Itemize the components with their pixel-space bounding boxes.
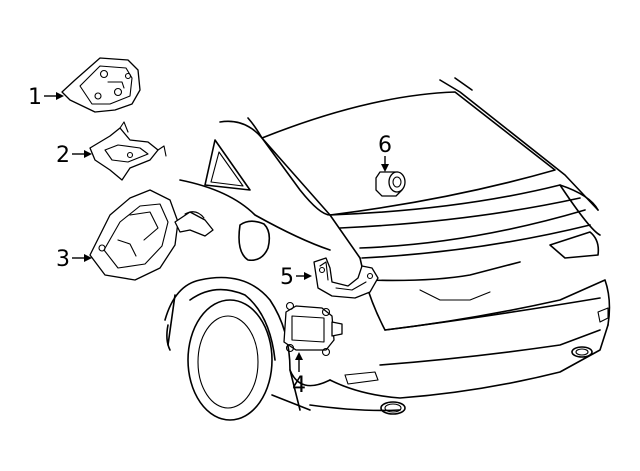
vehicle-outline — [164, 77, 611, 421]
callout-5: 5 — [280, 265, 312, 290]
part-1-bracket — [61, 57, 141, 113]
callout-5-arrowhead — [304, 272, 312, 280]
callout-6-label: 6 — [378, 133, 392, 158]
callout-2: 2 — [56, 143, 92, 168]
part-2-bracket — [89, 121, 167, 181]
callout-4-label: 4 — [292, 373, 306, 398]
callout-4: 4 — [292, 352, 306, 398]
callout-1-arrowhead — [56, 92, 64, 100]
callout-6: 6 — [378, 133, 392, 172]
callout-3: 3 — [56, 247, 92, 272]
callout-3-arrowhead — [84, 254, 92, 262]
callout-4-arrowhead — [295, 352, 303, 360]
callout-3-label: 3 — [56, 247, 70, 272]
part-4-control-module — [283, 301, 343, 357]
callout-5-label: 5 — [280, 265, 294, 290]
callout-1-label: 1 — [28, 85, 42, 110]
callout-2-arrowhead — [84, 150, 92, 158]
part-3-module-bracket — [89, 189, 214, 281]
part-5-bracket — [313, 257, 379, 299]
callout-1: 1 — [28, 85, 64, 110]
part-6-sensor — [375, 171, 406, 197]
callout-6-arrowhead — [381, 164, 389, 172]
callout-2-label: 2 — [56, 143, 70, 168]
